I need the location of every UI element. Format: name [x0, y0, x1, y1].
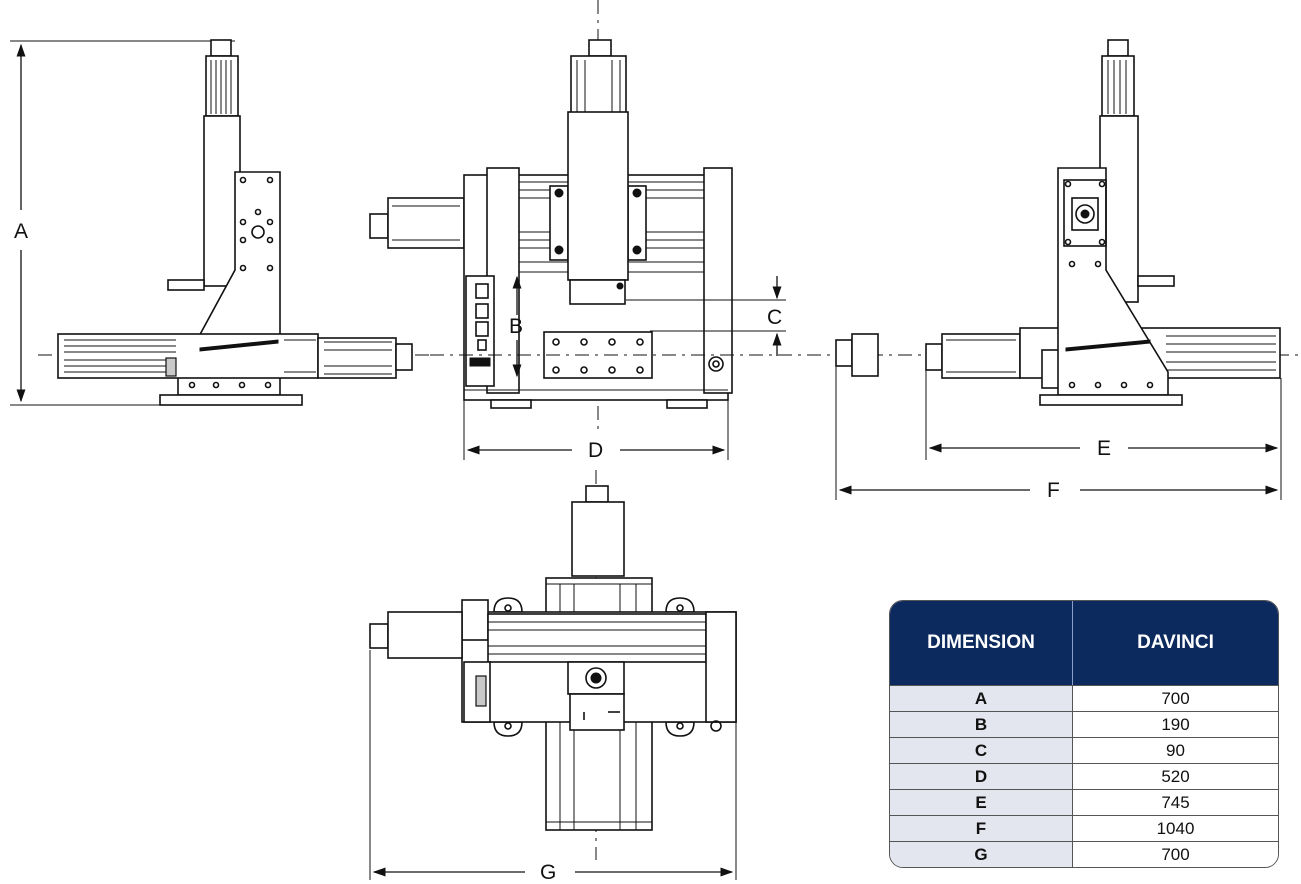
header-davinci: DAVINCI: [1137, 632, 1214, 653]
dimension-value: 1040: [1073, 816, 1278, 841]
front-view: [369, 0, 840, 460]
table-header: DIMENSION DAVINCI: [890, 601, 1278, 685]
header-dimension: DIMENSION: [890, 601, 1073, 685]
side-view-left: [10, 39, 430, 406]
top-view: [369, 470, 737, 880]
table-row: F 1040: [890, 815, 1278, 841]
label-f: F: [1047, 479, 1060, 502]
label-e: E: [1097, 437, 1111, 460]
label-c: C: [767, 306, 782, 329]
dimension-value: 90: [1073, 738, 1278, 763]
table-row: E 745: [890, 789, 1278, 815]
dimension-value: 520: [1073, 764, 1278, 789]
dimension-key: A: [890, 686, 1073, 711]
dimension-value: 700: [1073, 686, 1278, 711]
label-d: D: [588, 439, 603, 462]
dimension-value: 745: [1073, 790, 1278, 815]
table-row: C 90: [890, 737, 1278, 763]
dimension-value: 190: [1073, 712, 1278, 737]
table-row: A 700: [890, 685, 1278, 711]
dimension-key: G: [890, 842, 1073, 867]
dimension-key: C: [890, 738, 1073, 763]
table-row: D 520: [890, 763, 1278, 789]
dimension-key: F: [890, 816, 1073, 841]
dimension-key: D: [890, 764, 1073, 789]
side-view-right: [835, 39, 1301, 500]
dimension-key: B: [890, 712, 1073, 737]
dimension-table: DIMENSION DAVINCI A 700 B 190 C 90 D 520…: [889, 600, 1279, 868]
table-row: B 190: [890, 711, 1278, 737]
label-g: G: [540, 861, 556, 884]
dimension-key: E: [890, 790, 1073, 815]
label-b: B: [509, 315, 523, 338]
label-a: A: [14, 220, 28, 243]
dimension-value: 700: [1073, 842, 1278, 867]
table-row: G 700: [890, 841, 1278, 867]
